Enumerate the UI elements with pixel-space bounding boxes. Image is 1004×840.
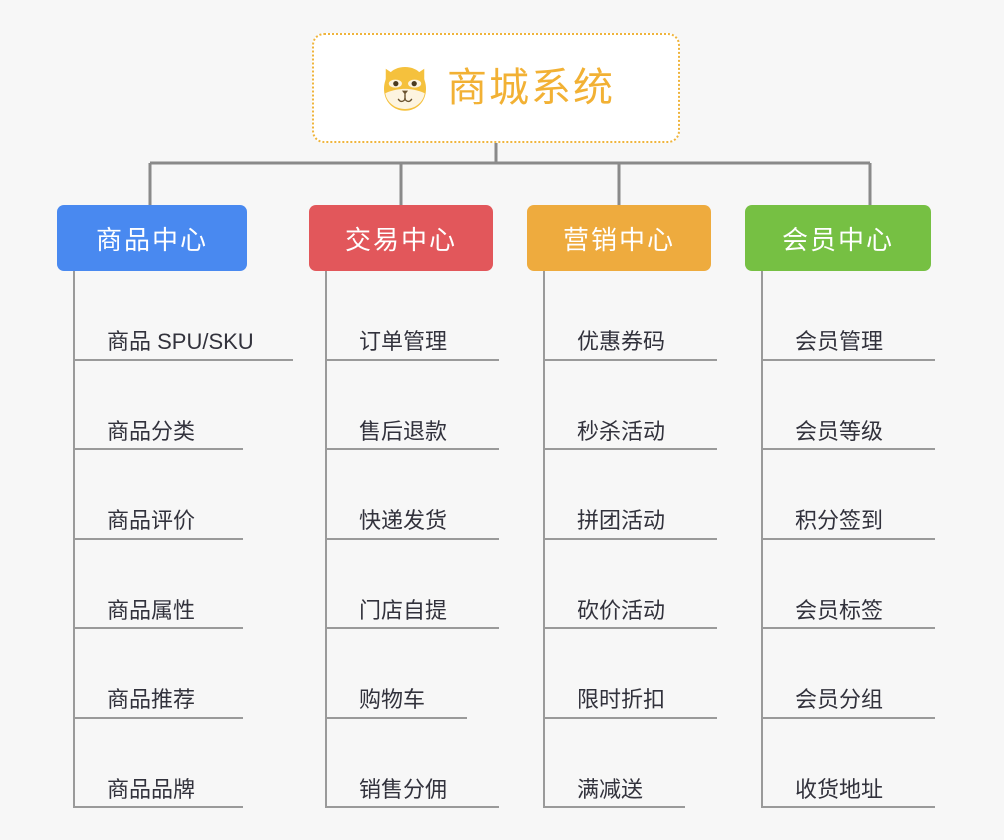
leaf-underline xyxy=(763,537,935,540)
leaf-underline xyxy=(545,806,685,808)
leaf-item[interactable]: 商品推荐 xyxy=(75,629,247,719)
leaf-list-3: 会员管理会员等级积分签到会员标签会员分组收货地址 xyxy=(761,271,935,808)
leaf-item[interactable]: 售后退款 xyxy=(327,361,499,450)
leaf-label: 会员等级 xyxy=(795,418,884,444)
leaf-item[interactable]: 商品属性 xyxy=(75,540,247,629)
leaf-underline xyxy=(327,627,499,629)
leaf-item[interactable]: 销售分佣 xyxy=(327,719,499,808)
leaf-item[interactable]: 会员等级 xyxy=(763,361,935,450)
leaf-underline xyxy=(327,537,499,540)
leaf-item[interactable]: 秒杀活动 xyxy=(545,361,717,450)
leaf-underline xyxy=(545,627,717,629)
leaf-item[interactable]: 会员管理 xyxy=(763,271,935,361)
leaf-underline xyxy=(327,358,499,361)
leaf-item[interactable]: 订单管理 xyxy=(327,271,499,361)
leaf-list-1: 订单管理售后退款快递发货门店自提购物车销售分佣 xyxy=(325,271,499,808)
shiba-dog-icon xyxy=(384,67,426,111)
leaf-underline xyxy=(763,448,935,450)
leaf-item[interactable]: 商品分类 xyxy=(75,361,247,450)
leaf-item[interactable]: 会员分组 xyxy=(763,629,935,719)
leaf-underline xyxy=(545,448,717,450)
category-column-2: 营销中心优惠券码秒杀活动拼团活动砍价活动限时折扣满减送 xyxy=(527,205,717,808)
leaf-label: 限时折扣 xyxy=(577,687,666,713)
leaf-item[interactable]: 限时折扣 xyxy=(545,629,717,719)
leaf-label: 收货地址 xyxy=(795,776,884,802)
category-label: 会员中心 xyxy=(781,224,894,255)
leaf-item[interactable]: 满减送 xyxy=(545,719,711,808)
leaf-label: 秒杀活动 xyxy=(577,418,666,444)
leaf-label: 优惠券码 xyxy=(577,329,666,355)
leaf-underline xyxy=(763,627,935,629)
leaf-underline xyxy=(327,448,499,450)
leaf-label: 商品品牌 xyxy=(107,776,196,802)
category-label: 营销中心 xyxy=(562,224,675,255)
leaf-label: 会员标签 xyxy=(795,597,884,623)
category-header-0[interactable]: 商品中心 xyxy=(57,205,247,271)
leaf-label: 购物车 xyxy=(359,687,426,713)
root-node[interactable]: 商城系统 xyxy=(312,33,680,143)
leaf-underline xyxy=(75,358,293,361)
leaf-item[interactable]: 快递发货 xyxy=(327,450,499,540)
leaf-underline xyxy=(75,448,243,450)
leaf-underline xyxy=(545,358,717,361)
leaf-underline xyxy=(327,806,499,808)
leaf-underline xyxy=(75,537,243,540)
leaf-list-2: 优惠券码秒杀活动拼团活动砍价活动限时折扣满减送 xyxy=(543,271,717,808)
category-column-3: 会员中心会员管理会员等级积分签到会员标签会员分组收货地址 xyxy=(745,205,935,808)
leaf-underline xyxy=(763,716,935,719)
leaf-item[interactable]: 拼团活动 xyxy=(545,450,717,540)
leaf-label: 商品属性 xyxy=(107,597,196,623)
leaf-label: 会员管理 xyxy=(795,329,884,355)
category-label: 商品中心 xyxy=(95,224,208,255)
leaf-item[interactable]: 优惠券码 xyxy=(545,271,717,361)
leaf-item[interactable]: 门店自提 xyxy=(327,540,499,629)
leaf-label: 满减送 xyxy=(577,776,644,802)
leaf-item[interactable]: 商品品牌 xyxy=(75,719,247,808)
leaf-underline xyxy=(545,716,717,719)
leaf-underline xyxy=(327,716,467,719)
leaf-item[interactable]: 收货地址 xyxy=(763,719,935,808)
leaf-item[interactable]: 商品 SPU/SKU xyxy=(75,271,293,361)
leaf-item[interactable]: 砍价活动 xyxy=(545,540,717,629)
root-title: 商城系统 xyxy=(447,66,615,110)
leaf-label: 售后退款 xyxy=(359,418,448,444)
leaf-label: 销售分佣 xyxy=(359,776,448,802)
category-column-1: 交易中心订单管理售后退款快递发货门店自提购物车销售分佣 xyxy=(309,205,499,808)
leaf-label: 商品 SPU/SKU xyxy=(107,329,254,355)
leaf-underline xyxy=(75,716,243,719)
leaf-item[interactable]: 积分签到 xyxy=(763,450,935,540)
leaf-underline xyxy=(545,537,717,540)
leaf-item[interactable]: 商品评价 xyxy=(75,450,247,540)
category-header-3[interactable]: 会员中心 xyxy=(745,205,931,271)
category-header-1[interactable]: 交易中心 xyxy=(309,205,493,271)
category-column-0: 商品中心商品 SPU/SKU 商品分类商品评价商品属性商品推荐商品品牌 xyxy=(57,205,293,808)
leaf-label: 积分签到 xyxy=(795,508,884,534)
category-label: 交易中心 xyxy=(344,224,457,255)
leaf-label: 门店自提 xyxy=(359,597,448,623)
leaf-label: 商品推荐 xyxy=(107,687,196,713)
leaf-label: 快递发货 xyxy=(359,508,448,534)
leaf-underline xyxy=(75,627,243,629)
category-header-2[interactable]: 营销中心 xyxy=(527,205,711,271)
leaf-list-0: 商品 SPU/SKU 商品分类商品评价商品属性商品推荐商品品牌 xyxy=(73,271,293,808)
leaf-item[interactable]: 会员标签 xyxy=(763,540,935,629)
leaf-underline xyxy=(763,358,935,361)
leaf-underline xyxy=(75,806,243,808)
leaf-label: 砍价活动 xyxy=(577,597,666,623)
leaf-label: 订单管理 xyxy=(359,329,448,355)
leaf-label: 商品评价 xyxy=(107,508,196,534)
leaf-item[interactable]: 购物车 xyxy=(327,629,493,719)
leaf-label: 会员分组 xyxy=(795,687,884,713)
leaf-label: 拼团活动 xyxy=(577,508,666,534)
leaf-label: 商品分类 xyxy=(107,418,196,444)
leaf-underline xyxy=(763,806,935,808)
